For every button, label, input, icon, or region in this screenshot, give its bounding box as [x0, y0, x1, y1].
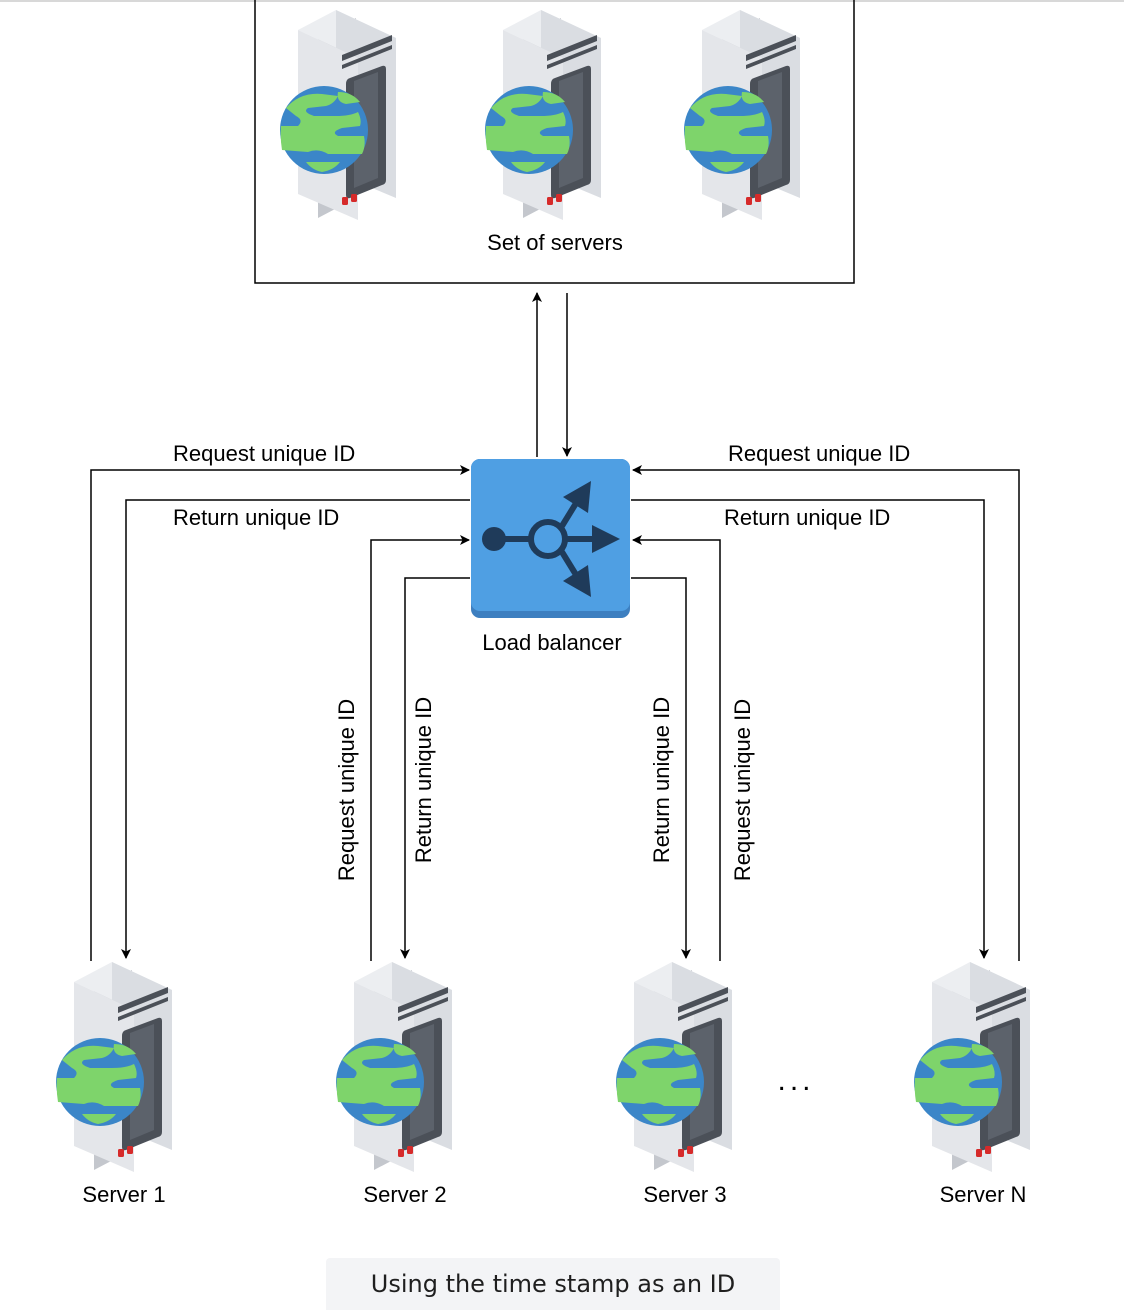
server-globe-icon — [912, 960, 1032, 1174]
server-label: Server 2 — [363, 1182, 446, 1207]
server2-return-arrow — [400, 577, 470, 959]
server-globe-icon — [278, 8, 398, 222]
server-n: Server N — [912, 960, 1032, 1207]
ellipsis: ... — [777, 1064, 814, 1097]
server-label: Server 3 — [643, 1182, 726, 1207]
server-2: Server 2 — [334, 960, 454, 1207]
server-label: Server 1 — [82, 1182, 165, 1207]
edge-labels: Request unique ID Return unique ID Reque… — [173, 441, 910, 881]
server-globe-icon — [54, 960, 174, 1174]
server1-request-arrow — [90, 465, 470, 961]
server-label: Server N — [940, 1182, 1027, 1207]
server-globe-icon — [334, 960, 454, 1174]
figure-caption: Using the time stamp as an ID — [326, 1258, 780, 1310]
server-globe-icon — [682, 8, 802, 222]
server-set-label: Set of servers — [487, 230, 623, 255]
server1-return-arrow — [121, 499, 470, 959]
edge-label: Request unique ID — [334, 699, 359, 881]
edge-label: Return unique ID — [411, 697, 436, 863]
server-set-box: Set of servers — [254, 0, 855, 284]
server2-request-arrow — [370, 535, 470, 961]
load-balancer: Load balancer — [471, 459, 630, 655]
load-balancer-icon — [482, 481, 620, 597]
server3-request-arrow — [632, 535, 721, 961]
server3-return-arrow — [631, 577, 691, 959]
server-3: Server 3 — [614, 960, 734, 1207]
load-balancer-label: Load balancer — [482, 630, 621, 655]
edge-label: Return unique ID — [649, 697, 674, 863]
connector-lines — [90, 465, 1020, 961]
server-globe-icon — [483, 8, 603, 222]
edge-label: Return unique ID — [173, 505, 339, 530]
edge-label: Return unique ID — [724, 505, 890, 530]
lb-server-set-connectors — [532, 292, 572, 457]
servern-request-arrow — [632, 465, 1020, 961]
edge-label: Request unique ID — [173, 441, 355, 466]
servern-return-arrow — [631, 499, 989, 959]
edge-label: Request unique ID — [728, 441, 910, 466]
server-1: Server 1 — [54, 960, 174, 1207]
server-globe-icon — [614, 960, 734, 1174]
edge-label: Request unique ID — [730, 699, 755, 881]
